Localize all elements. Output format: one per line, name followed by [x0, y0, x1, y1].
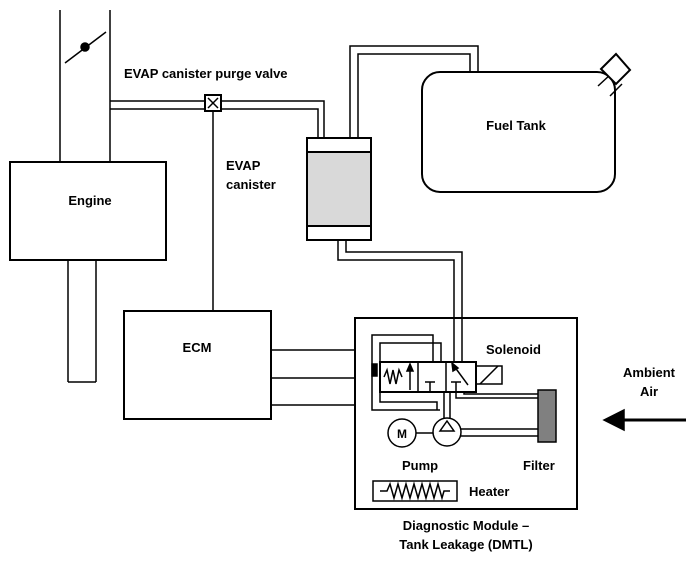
dmtl-module	[354, 317, 578, 510]
pump-motor-label: M	[397, 427, 407, 441]
fuel-tank	[421, 71, 616, 193]
ambient-air-arrow-icon	[602, 408, 686, 432]
dmtl-module-label-line2: Tank Leakage (DMTL)	[399, 537, 532, 552]
heater-icon	[372, 480, 458, 502]
purge-line	[110, 100, 325, 138]
pump-filter-line	[461, 428, 538, 437]
ambient-air-label-line1: Ambient	[623, 365, 676, 380]
exhaust-pipe	[67, 260, 97, 383]
heater-label: Heater	[469, 484, 509, 499]
canister-label-line1: EVAP	[226, 158, 261, 173]
solenoid-valve	[379, 361, 477, 393]
throttle-valve-icon	[80, 42, 90, 52]
filler-neck-icon	[597, 52, 632, 97]
ecm-label: ECM	[183, 340, 212, 355]
purge-valve-icon	[204, 94, 222, 112]
valve-filter-line	[455, 392, 538, 399]
ambient-air-label-line2: Air	[640, 384, 658, 399]
tank-vent-line	[349, 45, 479, 138]
evap-canister	[306, 137, 372, 241]
purge-valve-label: EVAP canister purge valve	[124, 66, 288, 81]
solenoid-coil-icon	[475, 365, 503, 385]
pump-icon	[432, 417, 462, 447]
ecm-box	[123, 310, 272, 420]
filter-icon	[537, 389, 557, 443]
ecm-dmtl-wires	[271, 349, 355, 406]
pump-label: Pump	[402, 458, 438, 473]
pump-valve-line	[443, 392, 451, 418]
pump-motor-icon	[387, 418, 433, 448]
dmtl-port	[371, 363, 378, 377]
solenoid-label: Solenoid	[486, 342, 541, 357]
engine-label: Engine	[68, 193, 111, 208]
canister-label-line2: canister	[226, 177, 276, 192]
fuel-tank-label: Fuel Tank	[486, 118, 546, 133]
canister-dmtl-line	[337, 240, 463, 362]
intake-pipe	[59, 10, 111, 162]
engine-block	[9, 161, 167, 261]
filter-label: Filter	[523, 458, 555, 473]
dmtl-module-label-line1: Diagnostic Module –	[403, 518, 529, 533]
